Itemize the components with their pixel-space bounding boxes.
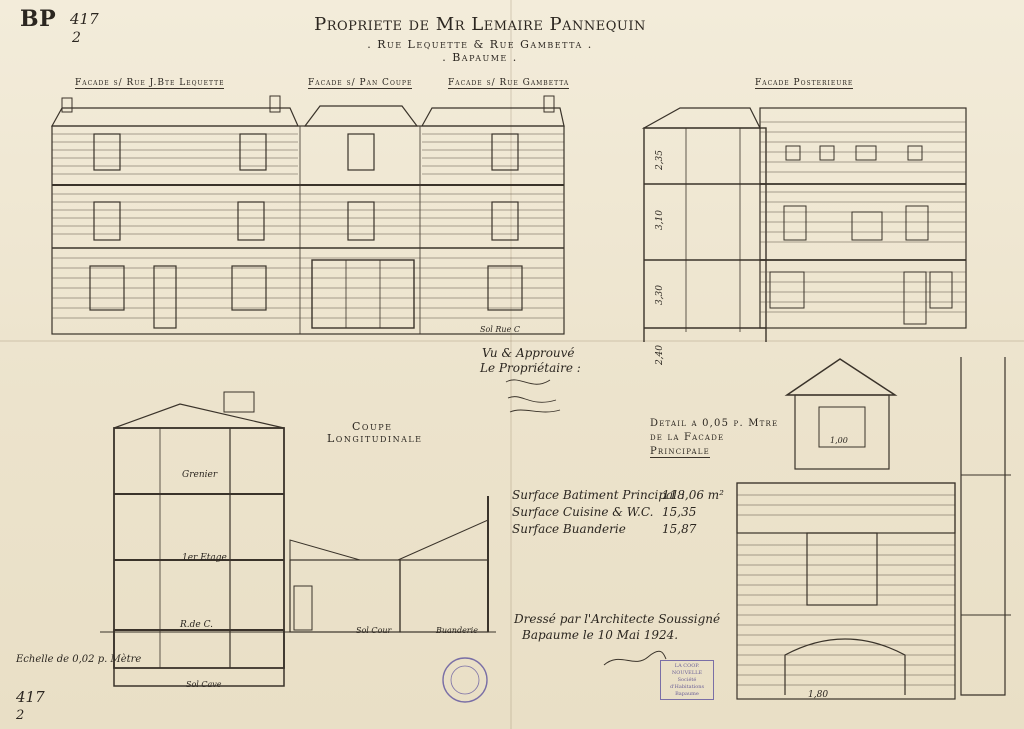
- stamp-line-3: Bapaume: [675, 691, 699, 697]
- rear-dim-240: 2,40: [655, 345, 665, 366]
- section-label-buanderie: Buanderie: [436, 626, 478, 635]
- rear-facade-drawing: [641, 107, 967, 342]
- rear-dim-235: 2,35: [655, 150, 665, 171]
- surface-kitchen-label: Surface Cuisine & W.C.: [512, 505, 654, 519]
- archive-subnumber-top: 2: [72, 30, 81, 46]
- office-stamp: LA COOP. NOUVELLE Société d'Habitations …: [660, 660, 714, 700]
- drawing-address: . Rue Lequette & Rue Gambetta .: [367, 38, 593, 51]
- architect-signature: [603, 650, 667, 666]
- surface-main-label: Surface Batiment Principal :: [512, 488, 685, 502]
- section-label-cave: Sol Cave: [186, 680, 222, 689]
- owner-signature: [505, 379, 561, 413]
- approval-line-1: Vu & Approuvé: [482, 346, 575, 360]
- surface-laundry-label: Surface Buanderie: [512, 522, 626, 536]
- section-label-etage: 1er Etage: [182, 553, 227, 563]
- archive-number-top: 417: [70, 10, 99, 28]
- stamp-line-1: LA COOP. NOUVELLE: [671, 663, 703, 676]
- section-label-sol-cour: Sol Cour: [356, 626, 392, 635]
- rear-dim-330: 3,30: [655, 285, 665, 306]
- longitudinal-section-drawing: [100, 391, 496, 687]
- label-facade-gambetta: Facade s/ Rue Gambetta: [448, 78, 570, 89]
- detail-title-1: Detail a 0,05 p. Mtre: [650, 418, 779, 429]
- rear-dim-310: 3,10: [655, 210, 665, 231]
- round-stamp: [442, 657, 488, 703]
- drawing-title: Propriete de Mr Lemaire Pannequin: [314, 14, 646, 35]
- drawn-by-line-1: Dressé par l'Architecte Soussigné: [514, 612, 721, 626]
- archive-number-bottom: 417: [16, 688, 45, 706]
- stamp-line-2: Société d'Habitations: [669, 677, 705, 690]
- section-label-rdc: R.de C.: [180, 620, 214, 630]
- drawing-town: . Bapaume .: [442, 51, 518, 64]
- fold-line-horizontal: [0, 340, 1024, 342]
- detail-dim-180: 1,80: [808, 690, 829, 700]
- detail-dim-100: 1,00: [830, 436, 848, 445]
- drawn-by-line-2: Bapaume le 10 Mai 1924.: [522, 628, 679, 642]
- label-facade-posterieure: Facade Posterieure: [755, 78, 854, 89]
- facade-detail-drawing: [736, 357, 1011, 700]
- detail-title-2: de la Facade: [650, 432, 725, 443]
- label-sol-rue: Sol Rue C: [480, 325, 520, 334]
- label-coupe: Coupe: [352, 420, 393, 433]
- approval-line-2: Le Propriétaire :: [480, 361, 581, 375]
- front-elevation-drawing: [50, 95, 565, 335]
- label-facade-pan-coupe: Facade s/ Pan Coupe: [308, 78, 413, 89]
- surface-main-value: 118,06 m²: [662, 488, 724, 502]
- label-longitudinale: Longitudinale: [327, 432, 423, 445]
- detail-title-3: Principale: [650, 446, 710, 458]
- fold-line-vertical: [510, 0, 512, 729]
- archive-code: BP: [20, 6, 57, 32]
- archive-subnumber-bottom: 2: [16, 708, 25, 723]
- section-label-grenier: Grenier: [182, 470, 218, 480]
- scale-note: Echelle de 0,02 p. Mètre: [16, 654, 142, 665]
- label-facade-lequette: Facade s/ Rue J.Bte Lequette: [75, 78, 225, 89]
- surface-laundry-value: 15,87: [662, 522, 697, 536]
- surface-kitchen-value: 15,35: [662, 505, 697, 519]
